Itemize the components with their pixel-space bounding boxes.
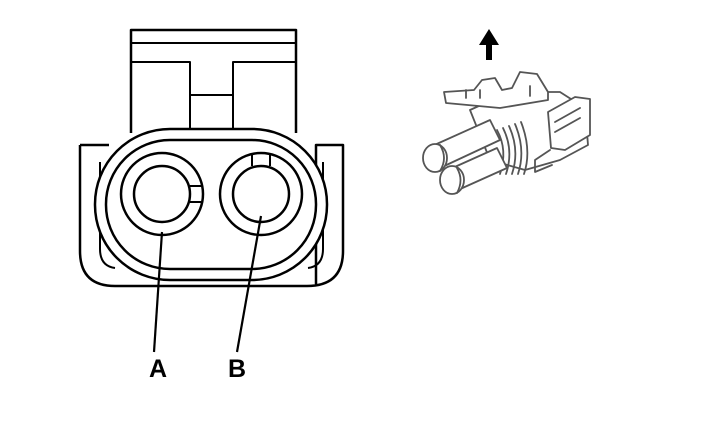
cavity-inner — [104, 138, 318, 271]
connector-shell — [78, 143, 345, 288]
iso-wire-lower — [439, 147, 508, 195]
up-arrow-icon — [479, 29, 499, 60]
pin-label-a: A — [149, 355, 168, 383]
locking-tab — [129, 28, 298, 133]
leader-line-b — [235, 215, 263, 353]
connector-face-view — [78, 28, 345, 353]
pin-label-b: B — [228, 355, 247, 383]
iso-wire-upper — [422, 119, 501, 173]
leader-line-a — [152, 231, 164, 353]
connector-iso-view — [422, 71, 591, 195]
iso-latch — [443, 71, 549, 109]
shell-inner-wall — [99, 162, 324, 269]
